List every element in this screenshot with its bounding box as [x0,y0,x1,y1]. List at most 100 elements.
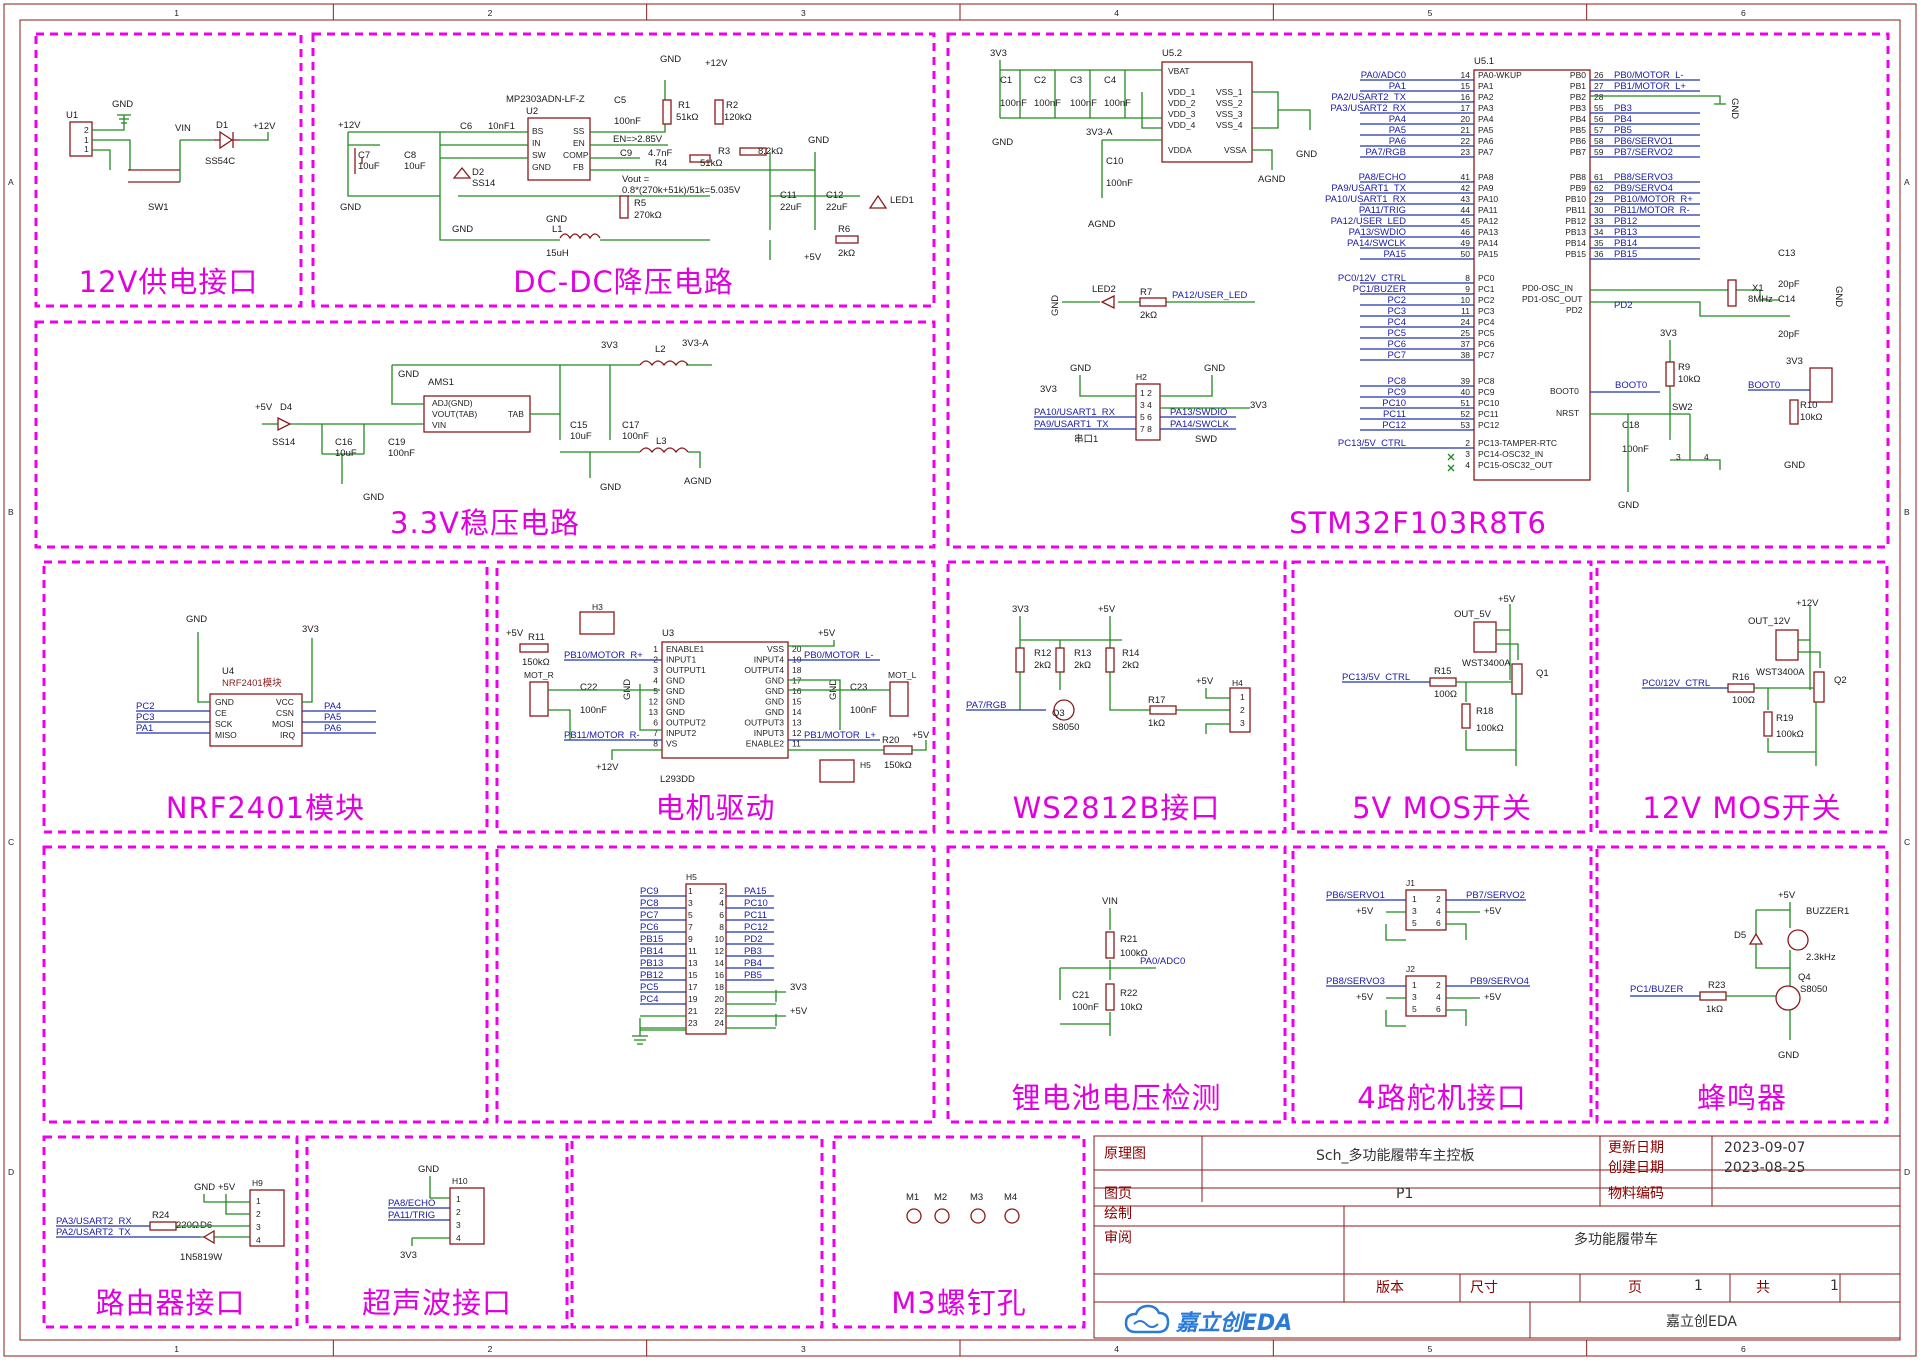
mos12-12v: +12V [1796,598,1819,609]
mcu-net-left: PC6 [1388,339,1406,350]
c16-value: 10uF [335,448,357,459]
d4-value: SS14 [272,437,295,448]
mcu-pin-left: PC12 [1478,420,1500,430]
mcu-pin-left: PC3 [1478,306,1495,316]
mcu-pinno-left: 4 [1465,460,1470,470]
hdr-pinno-left: 7 [688,922,693,932]
nrf-gnd: GND [186,614,207,625]
grid-row-right: C [1904,837,1910,847]
u2-gnd: GND [546,214,567,225]
r1-label: R1 [678,100,690,111]
hdr-net-left: PC7 [640,910,658,921]
mcu-pin-left: PC4 [1478,317,1495,327]
grid-col-top: 4 [1114,8,1119,18]
u4-irq: IRQ [280,730,296,740]
net-servo2: PB7/SERVO2 [1466,890,1525,901]
mcu-net-right: PB1/MOTOR_L+ [1614,81,1686,92]
svg-text:BS: BS [532,126,544,136]
mcu-net-left: PC9 [1388,387,1406,398]
u3-left-pin: INPUT2 [666,728,697,738]
mcu-pinno-left: 2 [1465,438,1470,448]
c8-label: C8 [404,150,416,161]
mcu-pinno-left: 51 [1461,398,1471,408]
hdr-pinno-right: 8 [719,922,724,932]
hdr-pinno-right: 2 [719,886,724,896]
ultra-gnd: GND [418,1164,439,1175]
mcu-pin-left: PC0 [1478,273,1495,283]
c2-label: C2 [1034,75,1046,86]
svg-text:3: 3 [653,665,658,675]
svg-text:6: 6 [653,718,658,728]
mos5-5v: +5V [1498,594,1516,605]
mcu-pin-left: PA8 [1478,172,1494,182]
r12-value: 2kΩ [1034,660,1051,671]
mcu-net-right: PB11/MOTOR_R- [1614,205,1690,216]
svg-text:1: 1 [84,144,89,154]
out12-label: OUT_12V [1748,616,1791,627]
svg-text:3: 3 [1412,992,1417,1002]
hdr-net-left: PB13 [640,958,663,969]
u3-left-pin: OUTPUT1 [666,665,706,675]
u2-part: MP2303ADN-LF-Z [506,94,585,105]
block-battery: VIN R21 100kΩ R22 10kΩ C21 100nF PA0/ADC… [1059,896,1185,1036]
u52-vbat: VBAT [1168,66,1190,76]
section-title-smcu: STM32F103R8T6 [1289,506,1547,540]
mcu-pinno-right: 59 [1594,147,1604,157]
grid-col-top: 2 [488,8,493,18]
mcu-pd1: PD1-OSC_OUT [1522,294,1582,304]
svg-text:4: 4 [1704,452,1709,462]
mcu-net-left: PC7 [1388,350,1406,361]
hdr-net-left: PC9 [640,886,658,897]
u3-left-pin: GND [666,697,685,707]
c6-label: C6 [460,121,472,132]
mcu-pin-right: PB0 [1570,70,1586,80]
r13-value: 2kΩ [1074,660,1091,671]
r20-label: R20 [882,735,899,746]
mcu-net-left: PA5 [1389,125,1406,136]
ams-pin3: VIN [432,420,446,430]
mcu-pin-left: PA11 [1478,205,1498,215]
router-5v: +5V [218,1182,236,1193]
r6-value: 2kΩ [838,248,855,259]
mcu-pinno-right: 56 [1594,114,1604,124]
u3-left-pin: GND [666,686,685,696]
mcu-net-left: PA14/SWCLK [1347,238,1407,249]
svg-text:11: 11 [792,739,801,749]
mcu-pin-left: PA14 [1478,238,1498,248]
c17-label: C17 [622,420,639,431]
net-motor-r-minus: PB11/MOTOR_R- [564,730,640,741]
mcu-net-left: PA10/USART1_RX [1325,194,1407,205]
dcdc-gnd3: GND [808,135,829,146]
mcu-pinno-right: 29 [1594,194,1604,204]
svg-text:15: 15 [792,697,802,707]
buz-5v: +5V [1778,890,1796,901]
x1-label: X1 [1752,283,1764,294]
mcu-pinno-right: 62 [1594,183,1604,193]
l3-agnd: AGND [684,476,712,487]
servo2-5v: +5V [1484,906,1502,917]
servo4-5v: +5V [1484,992,1502,1003]
net-motor-l-minus: PB0/MOTOR_L- [804,650,874,661]
mcu-pinno-left: 39 [1461,376,1471,386]
r2-label: R2 [726,100,738,111]
block-nrf: U4 NRF2401模块 GND CE SCK MISO VCC CSN MOS… [136,614,376,747]
u51-label: U5.1 [1474,56,1494,67]
r12-label: R12 [1034,648,1051,659]
svg-text:SS: SS [573,126,585,136]
mcu-net-left: PA7/RGB [1366,147,1406,158]
net-pa0-adc: PA0/ADC0 [1140,956,1185,967]
r19-label: R19 [1776,713,1793,724]
u4-gnd: GND [215,697,234,707]
vss-5v: +5V [818,628,836,639]
hdr-pinno-right: 22 [715,1006,725,1016]
mcu-pinno-left: 20 [1461,114,1471,124]
vout-note-2: 0.8*(270k+51k)/51k=5.035V [622,185,741,196]
u3-right-pin: VSS [767,644,784,654]
mcu-net-right: PB15 [1614,249,1637,260]
r9-3v3: 3V3 [1660,328,1677,339]
mcu-net-right: PB4 [1614,114,1632,125]
section-box-s5v [1291,560,1593,834]
c5-value: 100nF [614,116,641,127]
